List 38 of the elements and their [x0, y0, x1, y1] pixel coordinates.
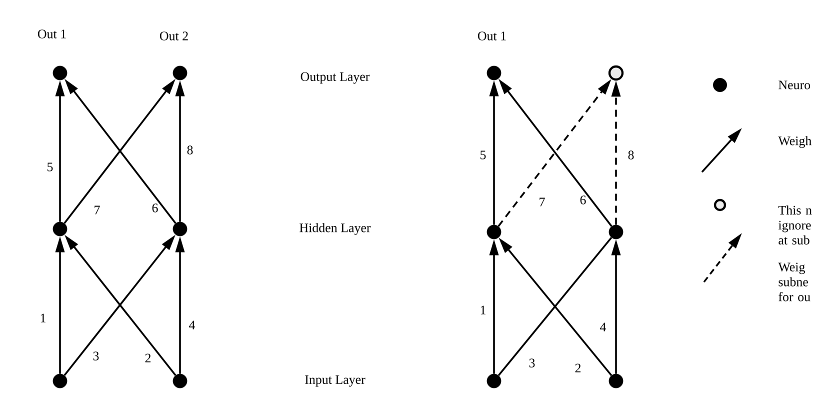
layer-label: Output Layer [300, 72, 370, 84]
output-label: Out 1 [38, 30, 66, 38]
neuron [52, 222, 68, 236]
weight-number: 1 [480, 306, 486, 314]
weight-number: 3 [529, 358, 535, 368]
neuron [486, 224, 502, 240]
weight-number: 6 [152, 204, 158, 212]
weight-number: 5 [480, 150, 486, 160]
output-label: Out 1 [478, 32, 506, 40]
neuron [608, 224, 624, 240]
neuron [172, 374, 188, 388]
weight-number: 3 [93, 352, 99, 360]
neuron [172, 222, 188, 236]
weight-number: 6 [580, 196, 586, 204]
weight-number: 2 [575, 364, 581, 372]
neuron [608, 374, 624, 388]
weight-number: 7 [540, 198, 545, 206]
weight-number: 5 [48, 162, 53, 172]
output-label: Out 2 [160, 32, 188, 40]
neuron [52, 66, 68, 80]
layer-label: Input Layer [305, 375, 366, 387]
neuron [52, 374, 68, 388]
layer-label: Hidden Layer [300, 223, 371, 235]
weight-number: 4 [600, 322, 606, 332]
weight-number: 7 [94, 206, 100, 214]
weight-number: 8 [628, 150, 634, 160]
neuron [486, 66, 502, 80]
weight-number: 1 [40, 314, 46, 322]
weight-number: 2 [145, 354, 151, 362]
legend-text: Weig subne for ou [778, 262, 810, 302]
legend-text: Weigh [778, 136, 812, 148]
neuron [172, 66, 188, 80]
weight-number: 8 [187, 146, 193, 154]
neuron [486, 374, 502, 388]
legend-text: Neuro [778, 80, 810, 90]
weight-number: 4 [189, 320, 196, 330]
legend-text: This n ignore at sub [778, 206, 812, 244]
open-neuron [608, 65, 624, 81]
